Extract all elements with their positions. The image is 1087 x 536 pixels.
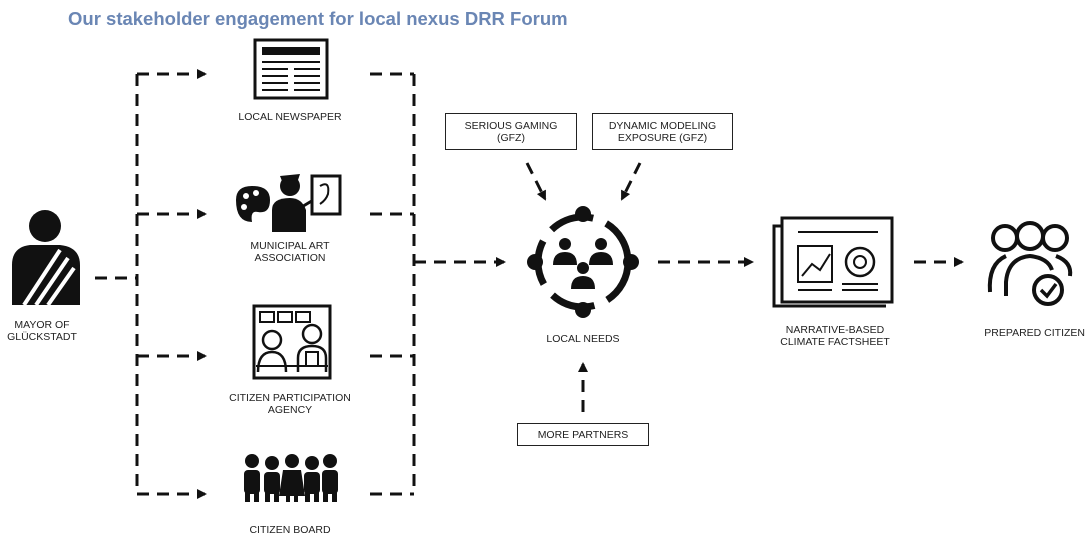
more-partners-box: MORE PARTNERS bbox=[517, 423, 649, 446]
stakeholder-label-line2: ASSOCIATION bbox=[254, 252, 326, 264]
mayor-person-icon bbox=[12, 210, 80, 307]
stakeholder-label-line1: LOCAL NEWSPAPER bbox=[238, 111, 342, 123]
arrow-serious-gaming bbox=[525, 162, 547, 201]
factsheet-label-line1: NARRATIVE-BASED bbox=[785, 324, 885, 336]
crowd-icon bbox=[244, 454, 338, 502]
dynamic-modeling-line1: DYNAMIC MODELING bbox=[608, 119, 717, 132]
stakeholder-local-newspaper-label: LOCAL NEWSPAPER bbox=[210, 111, 370, 123]
connector-lines bbox=[95, 69, 964, 499]
stakeholder-label-line2: AGENCY bbox=[267, 404, 313, 416]
prepared-citizen-label: PREPARED CITIZEN bbox=[984, 327, 1085, 339]
factsheet-label-line2: CLIMATE FACTSHEET bbox=[780, 336, 890, 348]
serious-gaming-box: SERIOUS GAMING (GFZ) bbox=[445, 113, 577, 150]
stakeholder-label-line1: CITIZEN PARTICIPATION bbox=[229, 392, 351, 404]
page-title: Our stakeholder engagement for local nex… bbox=[68, 8, 568, 29]
arrow-dynamic-modeling bbox=[620, 162, 642, 201]
stakeholder-label-line1: CITIZEN BOARD bbox=[249, 524, 331, 536]
stakeholder-participation-agency-label: CITIZEN PARTICIPATION AGENCY bbox=[200, 392, 380, 416]
stakeholder-label-line1: MUNICIPAL ART bbox=[250, 240, 330, 252]
factsheet-label: NARRATIVE-BASED CLIMATE FACTSHEET bbox=[760, 324, 910, 348]
stakeholder-citizen-board-label: CITIZEN BOARD bbox=[210, 524, 370, 536]
serious-gaming-line1: SERIOUS GAMING bbox=[464, 119, 558, 132]
agency-office-icon bbox=[252, 304, 332, 380]
dynamic-modeling-line2: EXPOSURE (GFZ) bbox=[617, 131, 708, 144]
newspaper-icon bbox=[253, 38, 329, 100]
serious-gaming-line2: (GFZ) bbox=[496, 131, 525, 144]
factsheet-icon bbox=[772, 216, 894, 308]
painter-icon bbox=[236, 174, 342, 232]
mayor-label-line1: MAYOR OF bbox=[14, 319, 70, 331]
prepared-citizens-icon bbox=[987, 221, 1073, 306]
dynamic-modeling-box: DYNAMIC MODELING EXPOSURE (GFZ) bbox=[592, 113, 733, 150]
community-circle-icon bbox=[527, 206, 639, 318]
more-partners-label: MORE PARTNERS bbox=[537, 428, 629, 441]
stakeholder-art-association-label: MUNICIPAL ART ASSOCIATION bbox=[210, 240, 370, 264]
mayor-label-line2: GLÜCKSTADT bbox=[7, 331, 77, 343]
local-needs-label: LOCAL NEEDS bbox=[546, 333, 620, 345]
mayor-label: MAYOR OF GLÜCKSTADT bbox=[4, 319, 80, 343]
